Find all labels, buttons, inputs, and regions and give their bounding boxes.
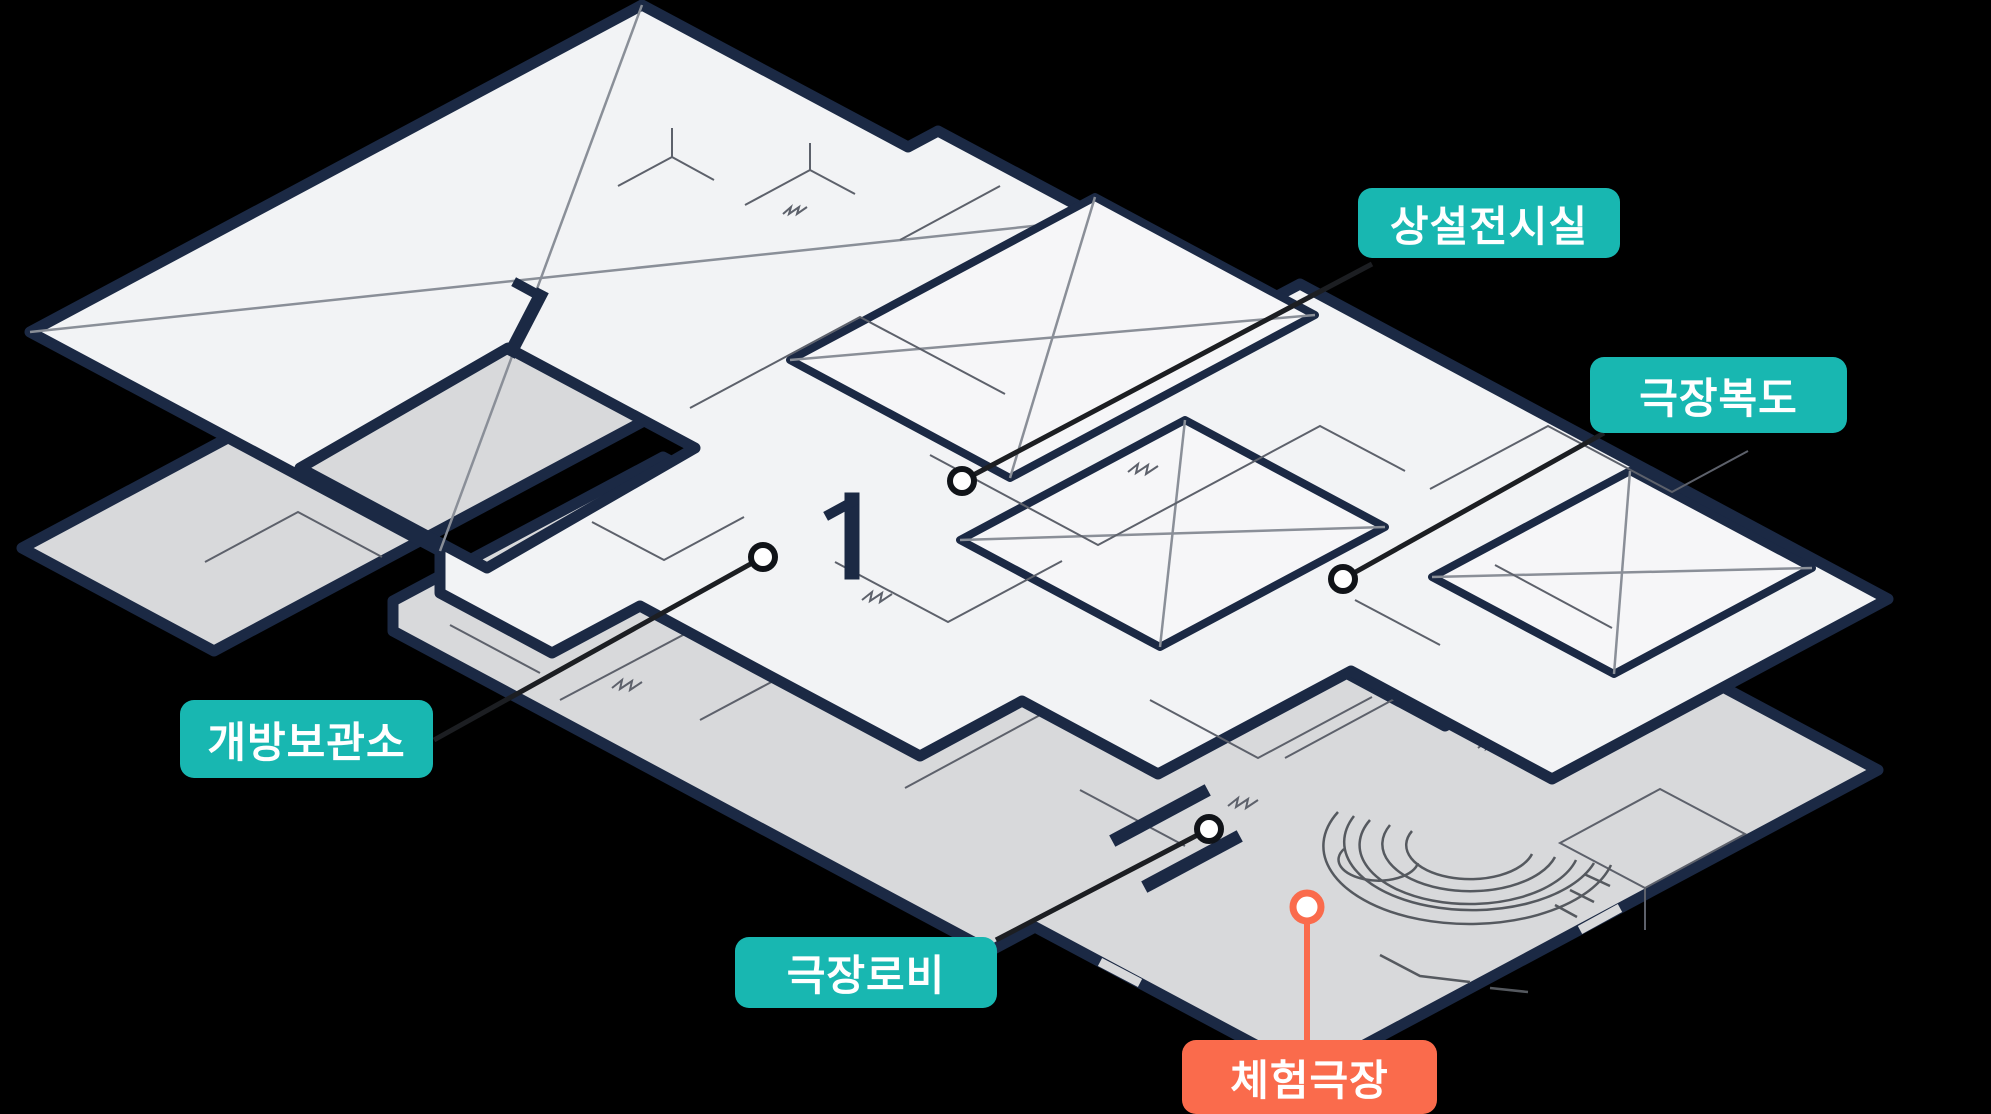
lobby-wall-stubs bbox=[1109, 784, 1243, 893]
wall-stub-central bbox=[823, 492, 860, 580]
amphitheater-seating bbox=[1322, 811, 1613, 994]
marker-theater-lobby[interactable] bbox=[1194, 814, 1224, 844]
badge-open-storage[interactable]: 개방보관소 bbox=[180, 700, 433, 778]
lower-floor-door-gaps bbox=[617, 735, 1623, 987]
badge-theater-lobby[interactable]: 극장로비 bbox=[735, 937, 997, 1008]
badge-theater-corridor[interactable]: 극장복도 bbox=[1590, 357, 1847, 433]
upper-floor-partitions bbox=[591, 128, 1749, 760]
badge-theater-lobby-label: 극장로비 bbox=[786, 952, 946, 999]
marker-permanent-exhibition[interactable] bbox=[947, 466, 977, 496]
badge-experience-theater[interactable]: 체험극장 bbox=[1182, 1040, 1437, 1114]
upper-floor bbox=[24, 0, 1894, 785]
badge-permanent-exhibition[interactable]: 상설전시실 bbox=[1358, 188, 1620, 258]
marker-open-storage[interactable] bbox=[748, 542, 778, 572]
connector-permanent-exhibition bbox=[960, 261, 1374, 484]
connector-theater-corridor bbox=[1341, 430, 1606, 582]
badge-theater-corridor-label: 극장복도 bbox=[1639, 374, 1798, 422]
marker-theater-corridor[interactable] bbox=[1328, 564, 1358, 594]
marker-experience-theater[interactable] bbox=[1289, 889, 1325, 925]
roof-block-middle bbox=[786, 193, 1319, 482]
connector-theater-lobby bbox=[994, 826, 1211, 943]
badge-permanent-exhibition-label: 상설전시실 bbox=[1389, 202, 1589, 250]
badge-open-storage-label: 개방보관소 bbox=[207, 718, 406, 766]
badge-experience-theater-label: 체험극장 bbox=[1230, 1056, 1389, 1104]
roof-brace-northwest-hall bbox=[29, 4, 1053, 552]
wall-stub-northwest bbox=[503, 277, 549, 359]
callouts bbox=[432, 261, 1606, 1046]
roof-block-right bbox=[956, 416, 1389, 651]
connector-open-storage bbox=[432, 554, 765, 743]
roof-block-far-right bbox=[1428, 467, 1816, 678]
